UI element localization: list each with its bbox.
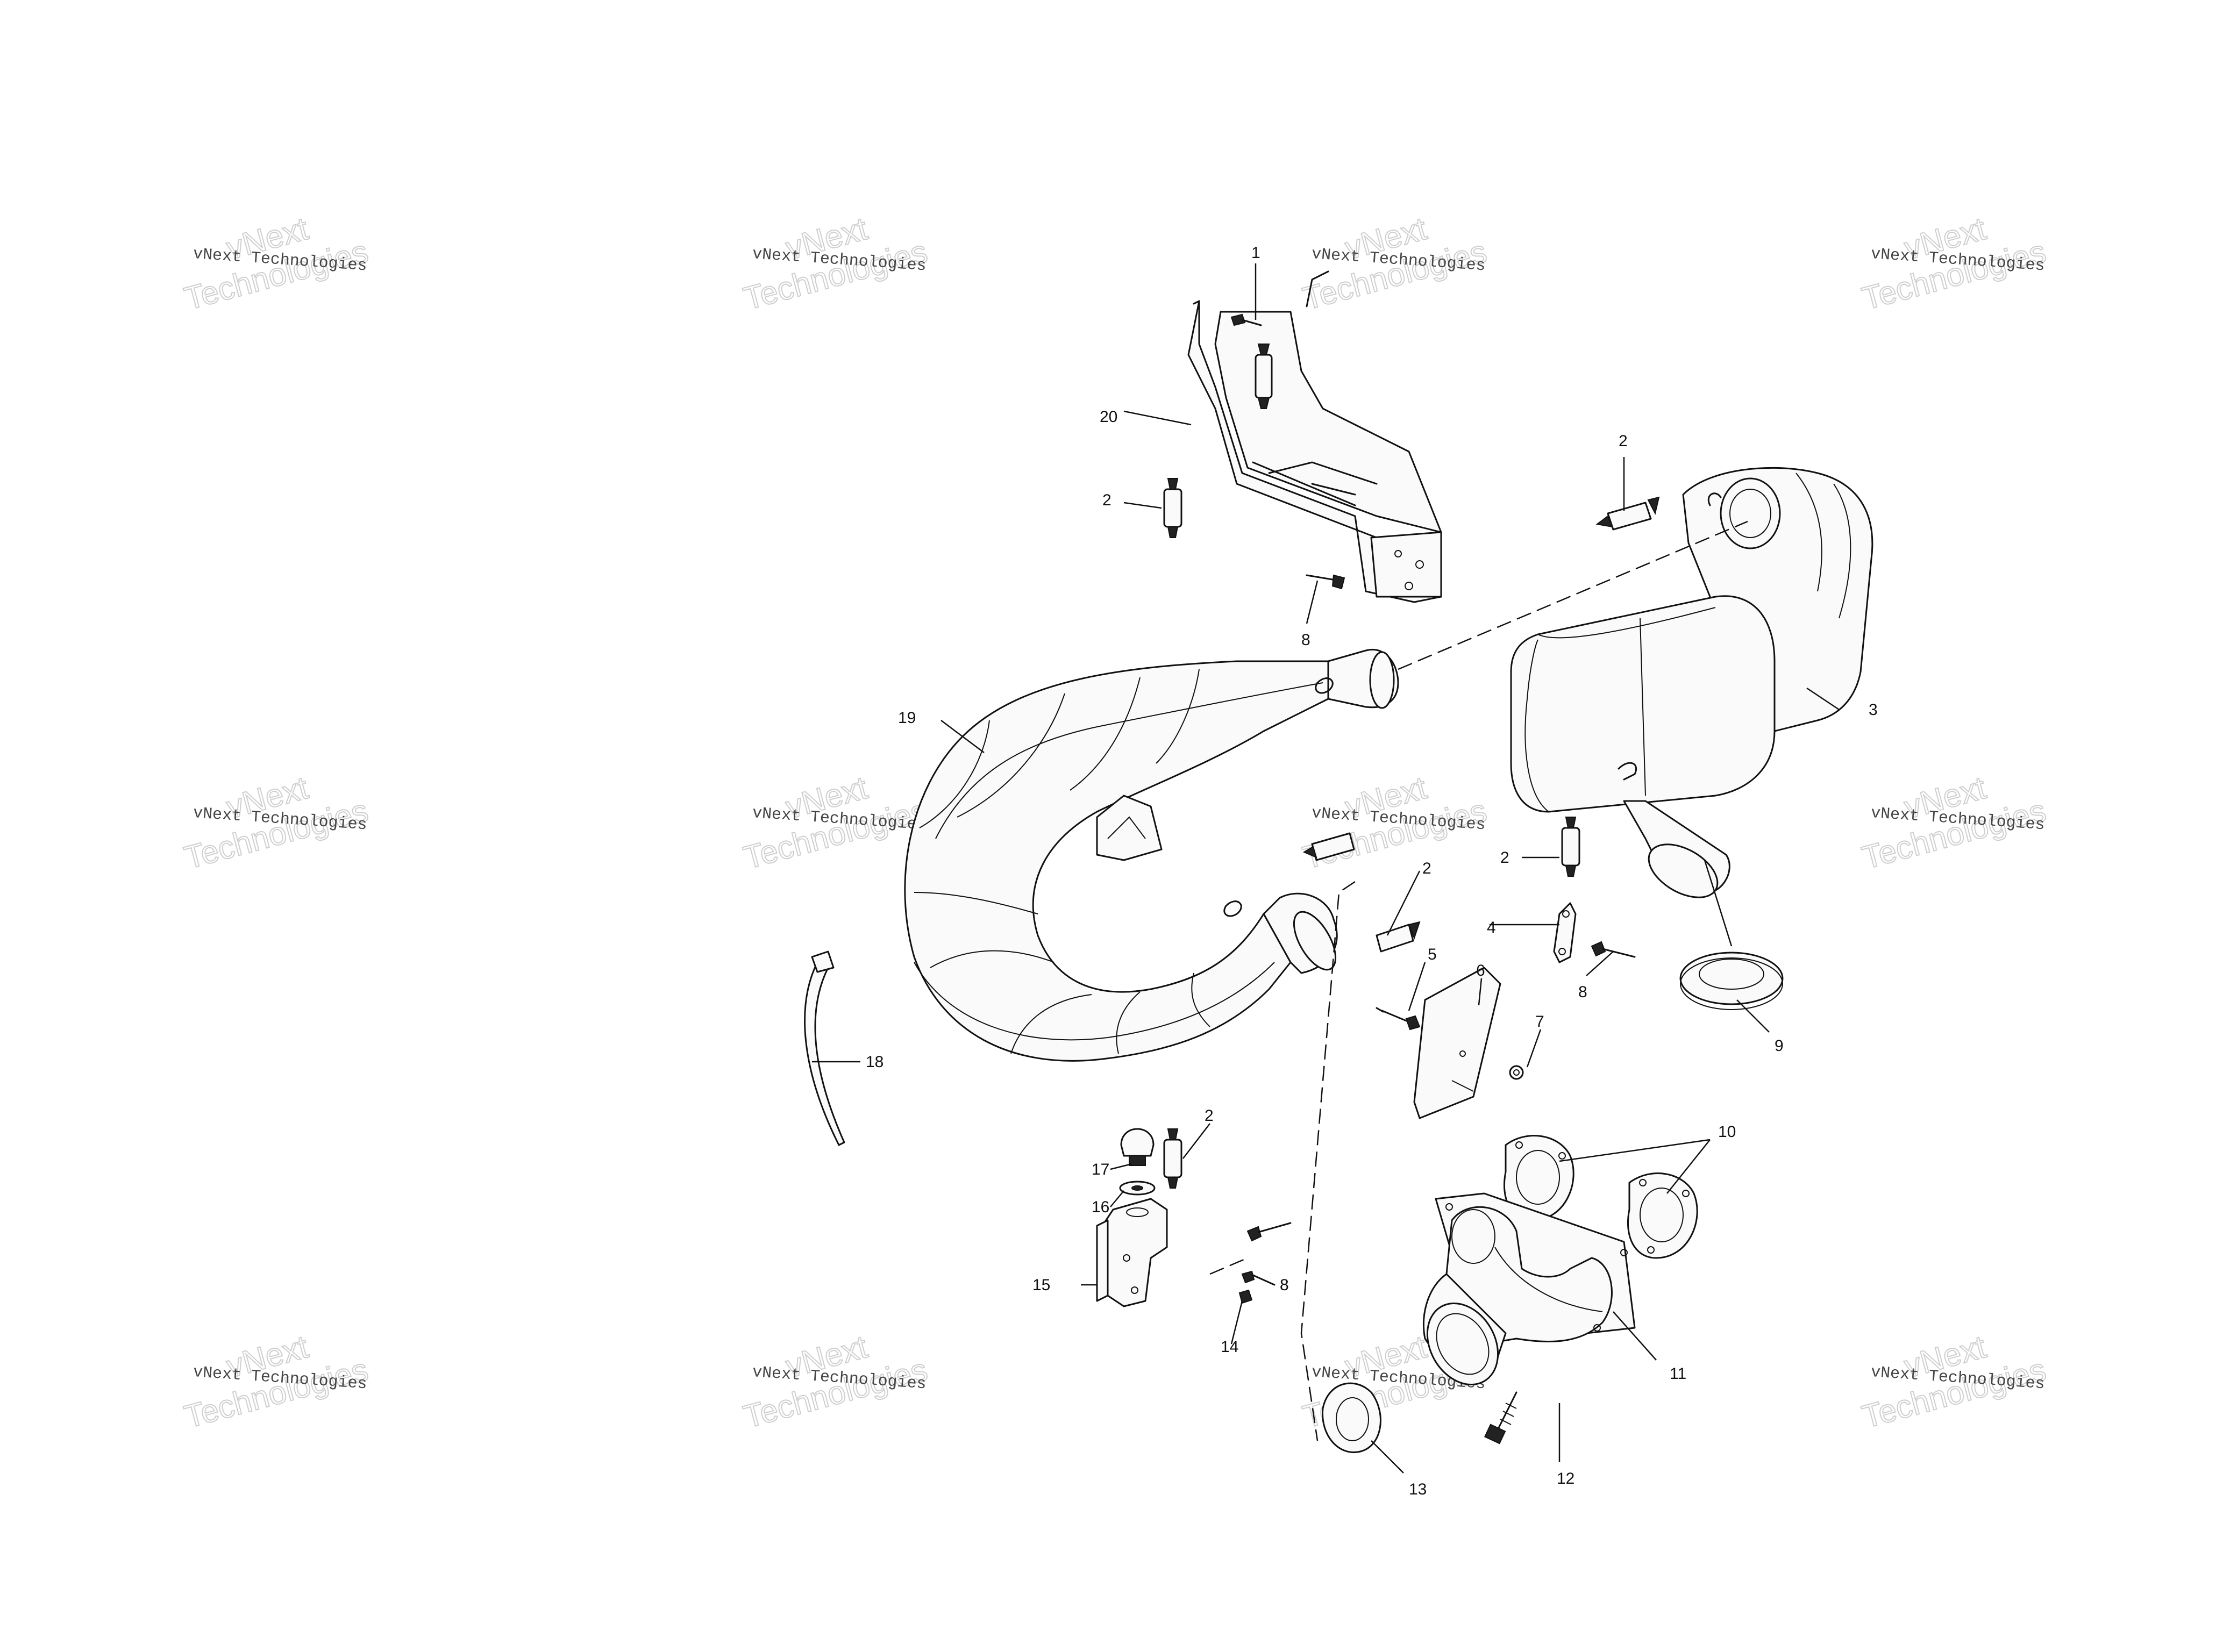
callout-2-d: 2: [1500, 849, 1509, 867]
bolt-part-8-c: [1241, 1222, 1292, 1286]
watermark-r1c4: Technologies vNext vNext Technologies: [1858, 210, 2050, 317]
callout-16: 16: [1092, 1198, 1109, 1216]
bolt-part-8-a: [1306, 574, 1345, 590]
callout-18: 18: [866, 1053, 884, 1071]
callout-20: 20: [1100, 408, 1117, 426]
screw-part-1: [1230, 313, 1262, 326]
callout-1: 1: [1251, 244, 1260, 262]
watermark-r1c3: Technologies vNext vNext Technologies: [1299, 210, 1491, 317]
gasket-part-10-b: [1627, 1172, 1698, 1259]
bolt-part-12: [1484, 1391, 1517, 1444]
isolator-part-2-a: [1163, 478, 1182, 538]
assembly-lines: [1209, 520, 1748, 1441]
callout-labels: 1 20 2 8 2 19 3 2 2 4 5 6 7 8 9 18 17 2 …: [866, 244, 1878, 1498]
callout-17: 17: [1092, 1161, 1109, 1178]
bolt-part-14: [1238, 1289, 1253, 1304]
callout-14: 14: [1221, 1338, 1238, 1356]
nut-part-7: [1509, 1065, 1524, 1080]
leader-lines: [812, 263, 1840, 1474]
gasket-part-13: [1322, 1382, 1381, 1453]
callout-2-a: 2: [1102, 491, 1112, 509]
callout-4: 4: [1487, 919, 1496, 936]
bolt-part-5: [1376, 1007, 1421, 1031]
callout-10: 10: [1718, 1123, 1736, 1141]
watermark-r1c2: Technologies vNext vNext Technologies: [739, 210, 932, 317]
callout-8-c: 8: [1280, 1276, 1289, 1294]
callout-8-a: 8: [1301, 631, 1310, 649]
strap-part-18: [804, 950, 845, 1146]
isolator-part-2-c: [1561, 817, 1580, 877]
callout-7: 7: [1535, 1013, 1544, 1031]
callout-15: 15: [1032, 1276, 1050, 1294]
watermark-r3c4: Technologies vNext vNext Technologies: [1858, 1328, 2050, 1435]
isolator-part-2-e: [1163, 1128, 1182, 1189]
isolator-part-2-d: [1302, 832, 1421, 953]
callout-5: 5: [1428, 946, 1437, 963]
callout-2-b: 2: [1619, 432, 1628, 450]
watermark-r2c1: Technologies vNext vNext Technologies: [180, 769, 373, 876]
watermark-r3c2: Technologies vNext vNext Technologies: [739, 1328, 932, 1435]
callout-12: 12: [1557, 1470, 1574, 1487]
callout-9: 9: [1775, 1037, 1784, 1055]
mounting-bracket-part-20: [1187, 270, 1442, 603]
isolator-in-bracket: [1255, 344, 1273, 409]
muffler-part-3: [1510, 467, 1873, 898]
callout-11: 11: [1670, 1365, 1686, 1383]
watermark-r2c2: Technologies vNext vNext Technologies: [739, 769, 932, 876]
watermark-r1c1: Technologies vNext vNext Technologies: [180, 210, 373, 317]
callout-2-c: 2: [1422, 860, 1431, 877]
watermark-r2c3: Technologies vNext vNext Technologies: [1299, 769, 1491, 876]
callout-8-b: 8: [1578, 983, 1587, 1001]
callout-13: 13: [1409, 1481, 1427, 1498]
watermark-r2c4: Technologies vNext vNext Technologies: [1858, 769, 2050, 876]
clip-part-4: [1553, 902, 1577, 963]
expansion-chamber-part-19: [904, 648, 1399, 1062]
cap-part-17: [1120, 1128, 1155, 1166]
bolt-part-8-b: [1591, 941, 1636, 958]
callout-3: 3: [1869, 701, 1878, 719]
washer-part-16: [1119, 1181, 1156, 1196]
lower-bracket-part-15: [1096, 1198, 1168, 1307]
grommet-part-9: [1679, 952, 1784, 1010]
callout-19: 19: [898, 709, 916, 727]
exhaust-manifold-part-11: [1422, 1192, 1636, 1385]
heat-shield-part-6: [1413, 967, 1501, 1119]
watermark-r3c1: Technologies vNext vNext Technologies: [180, 1328, 373, 1435]
isolator-part-2-b: [1595, 496, 1660, 531]
callout-6: 6: [1476, 962, 1485, 979]
callout-2-e: 2: [1205, 1107, 1214, 1125]
